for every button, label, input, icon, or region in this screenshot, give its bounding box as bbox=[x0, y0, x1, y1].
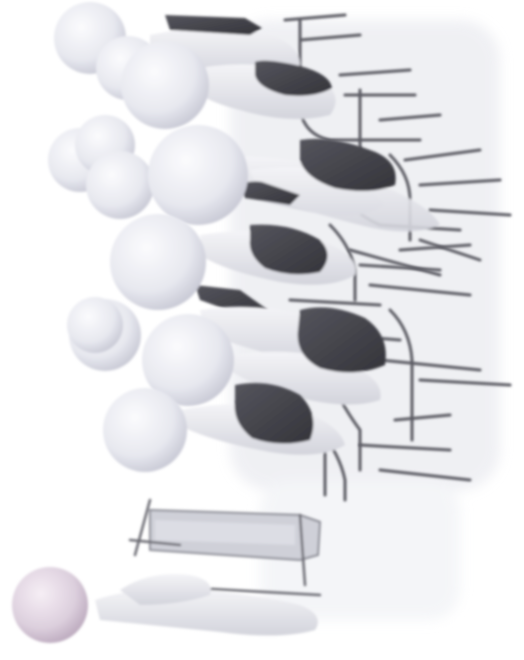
head-icon bbox=[121, 41, 209, 129]
head-icon bbox=[67, 297, 123, 353]
head-icon bbox=[110, 214, 206, 310]
head-icon bbox=[103, 388, 187, 472]
head-icon bbox=[12, 567, 88, 643]
head-icon bbox=[86, 151, 154, 219]
head-icon bbox=[148, 125, 248, 225]
